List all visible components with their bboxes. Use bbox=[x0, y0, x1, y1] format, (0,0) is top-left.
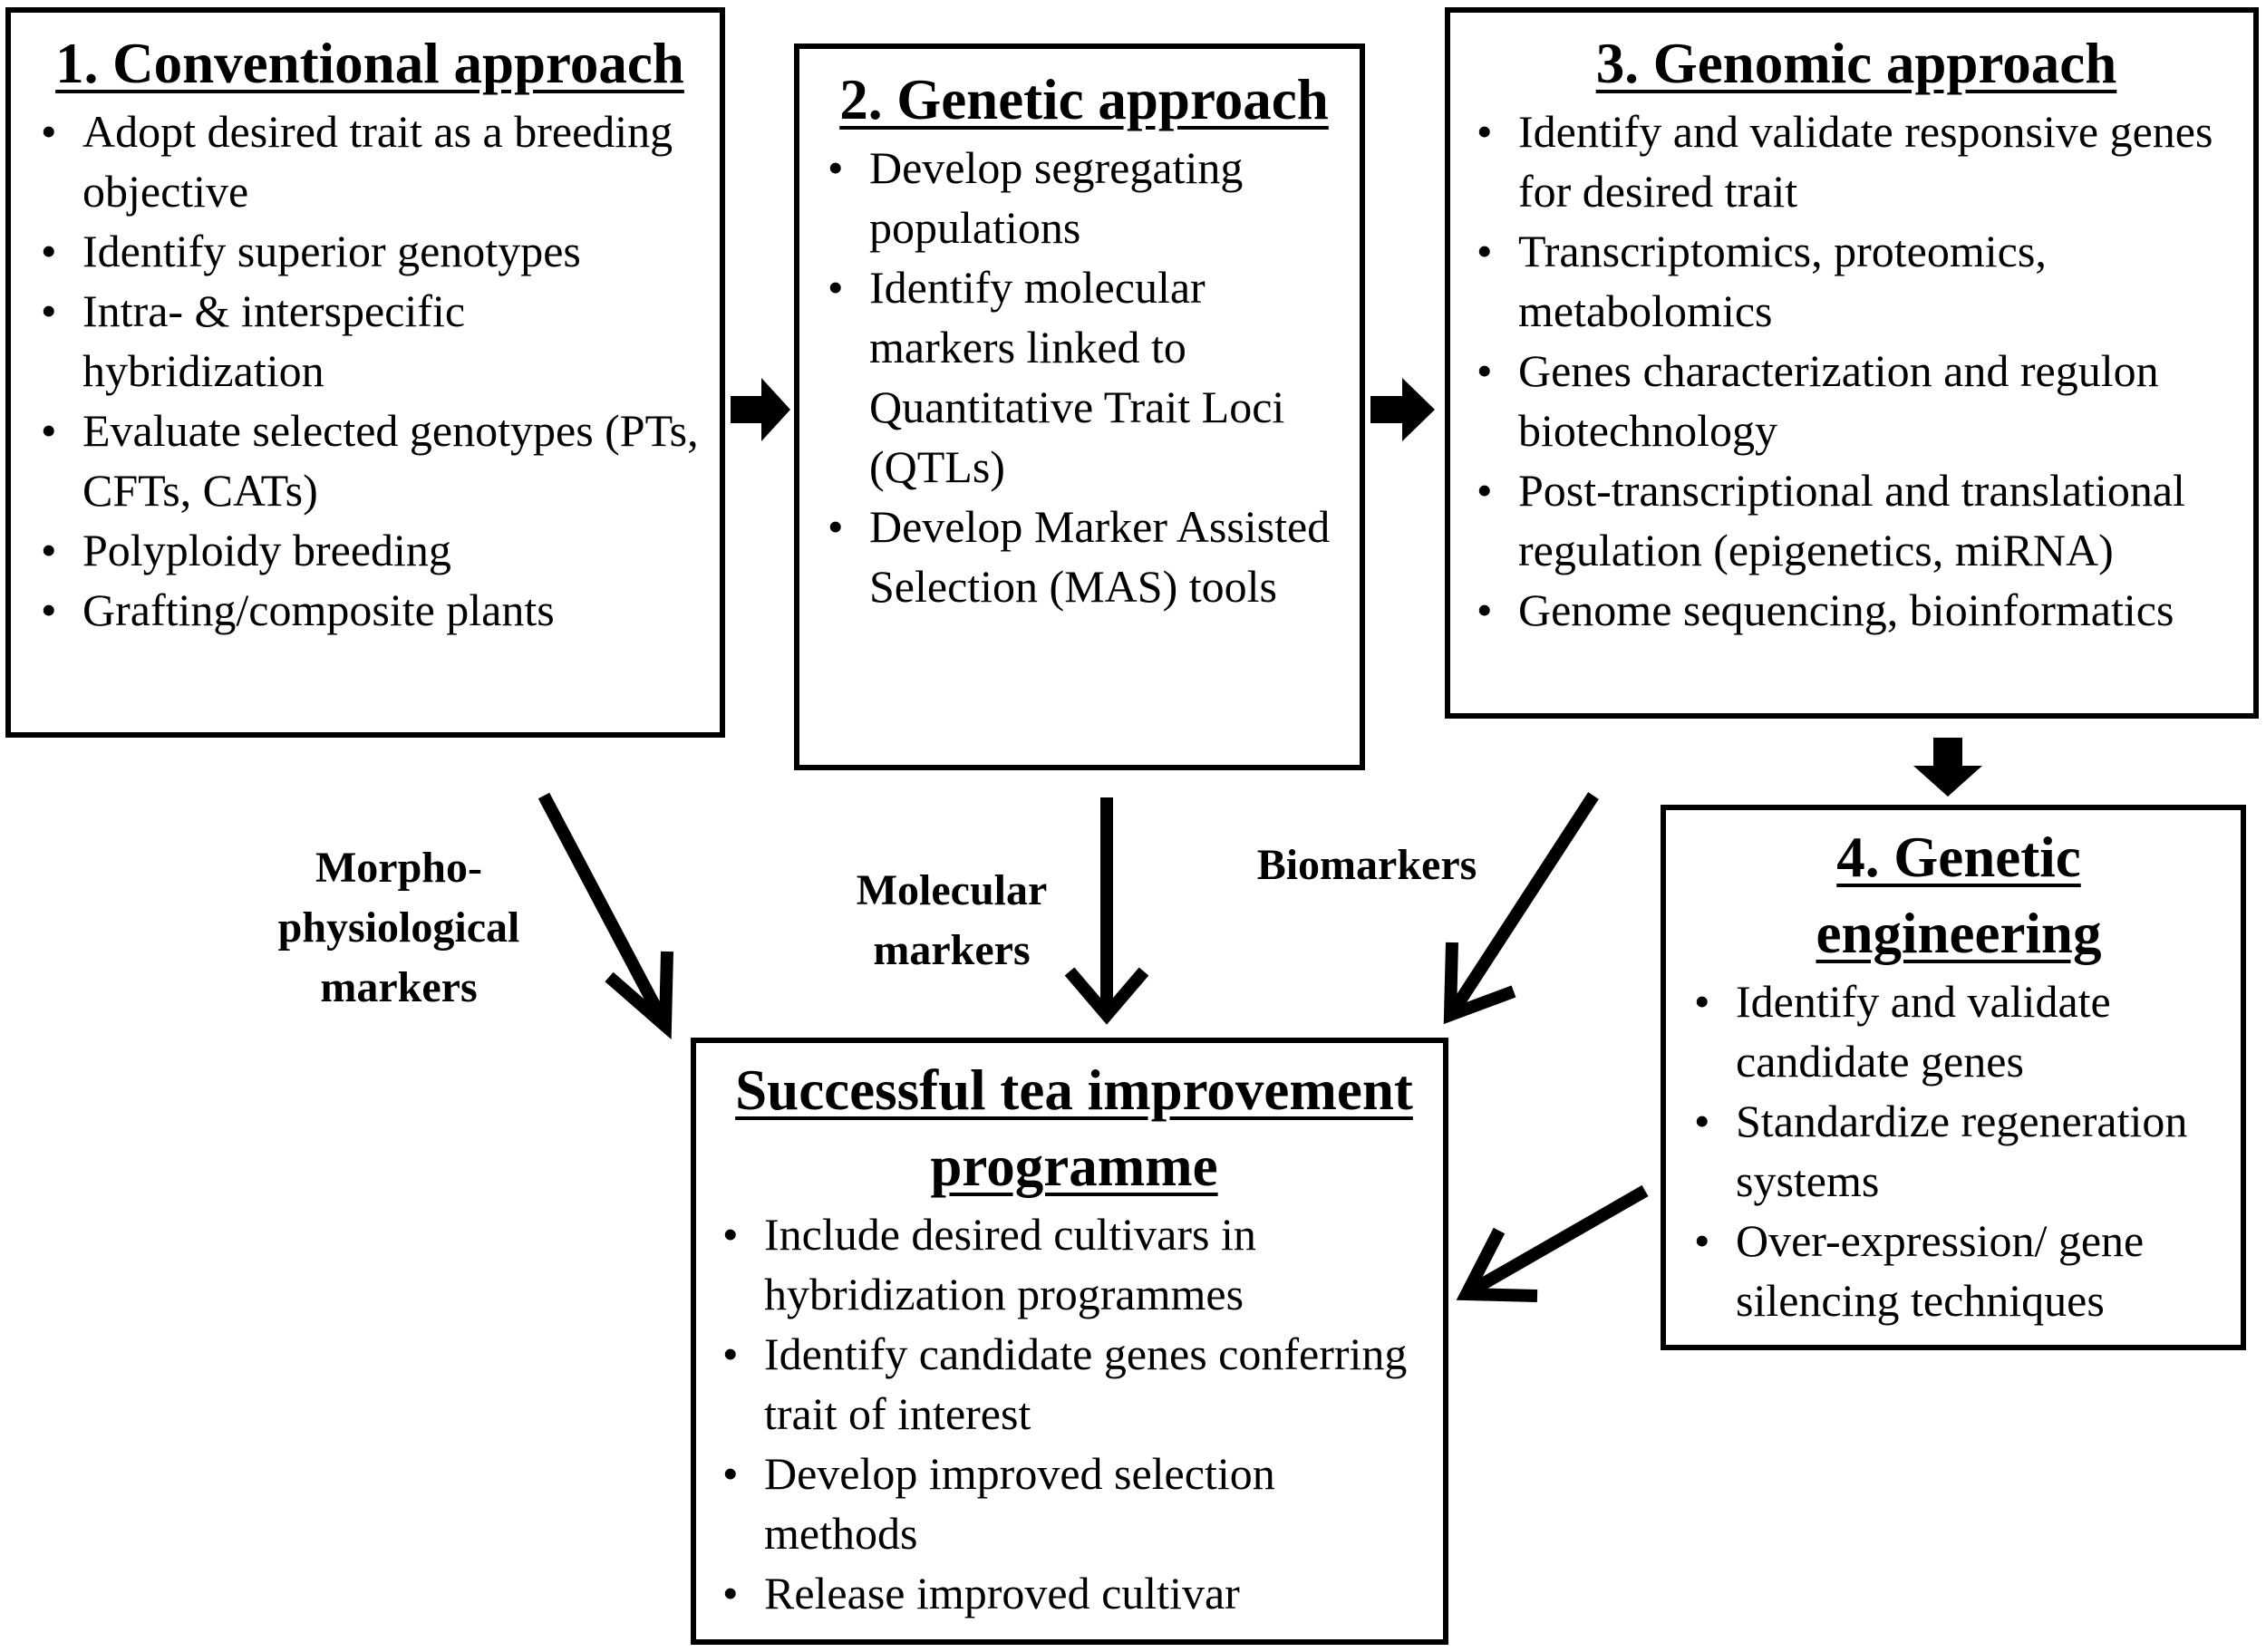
list-item: Identify and validate candidate genes bbox=[1690, 971, 2228, 1091]
morpho-physiological-markers-label: Morpho-physiological markers bbox=[277, 844, 520, 1011]
list-item: Include desired cultivars in hybridizati… bbox=[718, 1204, 1430, 1324]
list-item: Identify and validate responsive genes f… bbox=[1472, 101, 2241, 221]
list-item: Develop segregating populations bbox=[823, 138, 1345, 257]
genetic-approach-box: 2. Genetic approach Develop segregating … bbox=[794, 43, 1365, 770]
list-item: Develop Marker Assisted Selection (MAS) … bbox=[823, 497, 1345, 616]
outcome-title: Successful tea improvement programme bbox=[735, 1058, 1413, 1198]
list-item: Transcriptomics, proteomics, metabolomic… bbox=[1472, 221, 2241, 341]
list-item: Identify superior genotypes bbox=[36, 221, 703, 281]
list-item: Post-transcriptional and translational r… bbox=[1472, 460, 2241, 580]
arrow-box1-to-outcome bbox=[537, 792, 673, 1040]
list-item: Adopt desired trait as a breeding object… bbox=[36, 101, 703, 221]
list-item: Evaluate selected genotypes (PTs, CFTs, … bbox=[36, 401, 703, 520]
arrow-box1-to-box2 bbox=[731, 378, 790, 441]
genetic-engineering-title: 4. Genetic engineering bbox=[1816, 826, 2102, 965]
conventional-approach-title: 1. Conventional approach bbox=[55, 32, 684, 95]
genetic-approach-title: 2. Genetic approach bbox=[839, 68, 1329, 131]
genetic-engineering-list: Identify and validate candidate genesSta… bbox=[1690, 971, 2228, 1330]
list-item: Identify molecular markers linked to Qua… bbox=[823, 257, 1345, 497]
arrow-box3-to-outcome bbox=[1443, 792, 1599, 1025]
molecular-markers-label: Molecular markers bbox=[856, 866, 1048, 974]
list-item: Over-expression/ gene silencing techniqu… bbox=[1690, 1211, 2228, 1330]
arrow-box4-to-outcome bbox=[1456, 1184, 1649, 1302]
outcome-box: Successful tea improvement programme Inc… bbox=[691, 1038, 1448, 1645]
arrow-box2-to-box3 bbox=[1370, 378, 1435, 441]
list-item: Develop improved selection methods bbox=[718, 1444, 1430, 1563]
arrow-box3-to-box4 bbox=[1913, 738, 1982, 797]
list-item: Identify candidate genes conferring trai… bbox=[718, 1324, 1430, 1444]
conventional-approach-box: 1. Conventional approach Adopt desired t… bbox=[5, 7, 725, 738]
conventional-approach-list: Adopt desired trait as a breeding object… bbox=[36, 101, 703, 640]
list-item: Intra- & interspecific hybridization bbox=[36, 281, 703, 401]
list-item: Genome sequencing, bioinformatics bbox=[1472, 580, 2241, 640]
list-item: Grafting/composite plants bbox=[36, 580, 703, 640]
genomic-approach-list: Identify and validate responsive genes f… bbox=[1472, 101, 2241, 640]
list-item: Polyploidy breeding bbox=[36, 520, 703, 580]
list-item: Genes characterization and regulon biote… bbox=[1472, 341, 2241, 460]
arrow-box2-to-outcome bbox=[1064, 797, 1149, 1025]
genomic-approach-title: 3. Genomic approach bbox=[1595, 32, 2117, 95]
biomarkers-label: Biomarkers bbox=[1256, 841, 1477, 889]
list-item: Standardize regeneration systems bbox=[1690, 1091, 2228, 1211]
outcome-list: Include desired cultivars in hybridizati… bbox=[718, 1204, 1430, 1623]
genomic-approach-box: 3. Genomic approach Identify and validat… bbox=[1445, 7, 2259, 719]
genetic-approach-list: Develop segregating populationsIdentify … bbox=[823, 138, 1345, 616]
genetic-engineering-box: 4. Genetic engineering Identify and vali… bbox=[1661, 805, 2246, 1350]
list-item: Release improved cultivar bbox=[718, 1563, 1430, 1623]
